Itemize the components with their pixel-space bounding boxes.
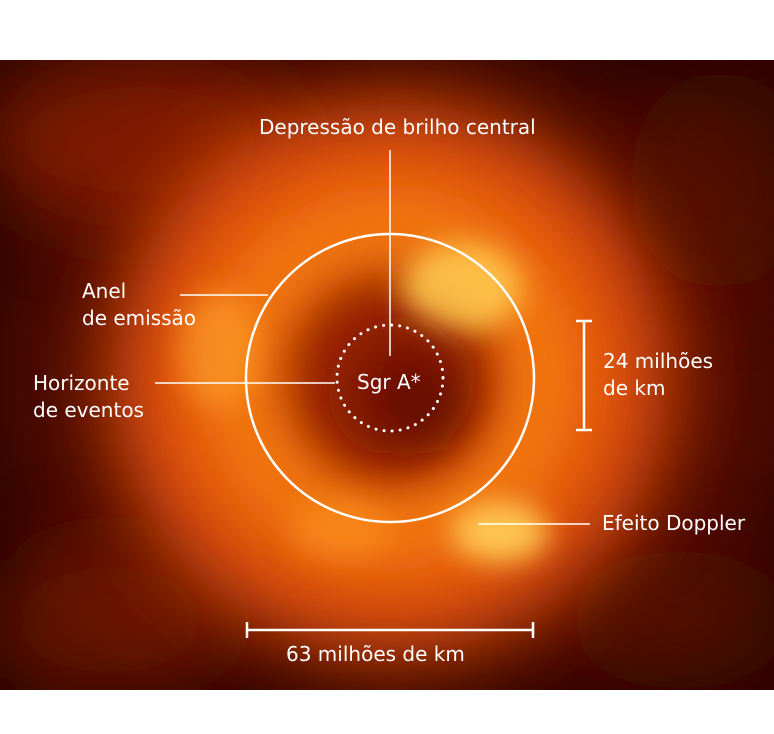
ring-diameter-label: 24 milhões de km bbox=[603, 348, 713, 402]
central-depression bbox=[343, 330, 467, 454]
emission-ring-label-line2: de emissão bbox=[82, 306, 197, 330]
emission-ring-label: Anel de emissão bbox=[82, 278, 196, 332]
emission-ring-label-line1: Anel bbox=[82, 279, 127, 303]
event-horizon-label: Horizonte de eventos bbox=[33, 370, 144, 424]
central-depression-label: Depressão de brilho central bbox=[259, 115, 536, 139]
image-width-label: 63 milhões de km bbox=[286, 642, 465, 666]
annotations bbox=[155, 150, 592, 638]
ring-diameter-label-line1: 24 milhões bbox=[603, 349, 714, 373]
ring-diameter-label-line2: de km bbox=[603, 376, 666, 400]
event-horizon-circle bbox=[335, 323, 445, 433]
vertical-scale-bar bbox=[576, 319, 592, 432]
black-hole-glow-image bbox=[0, 60, 774, 690]
event-horizon-label-line2: de eventos bbox=[33, 398, 144, 422]
black-hole-image-panel: Depressão de brilho central Anel de emis… bbox=[0, 60, 774, 690]
doppler-effect-label: Efeito Doppler bbox=[602, 511, 746, 535]
bright-spots bbox=[178, 243, 548, 562]
horizontal-scale-bar bbox=[245, 622, 535, 638]
center-label: Sgr A* bbox=[357, 370, 421, 394]
event-horizon-label-line1: Horizonte bbox=[33, 371, 130, 395]
